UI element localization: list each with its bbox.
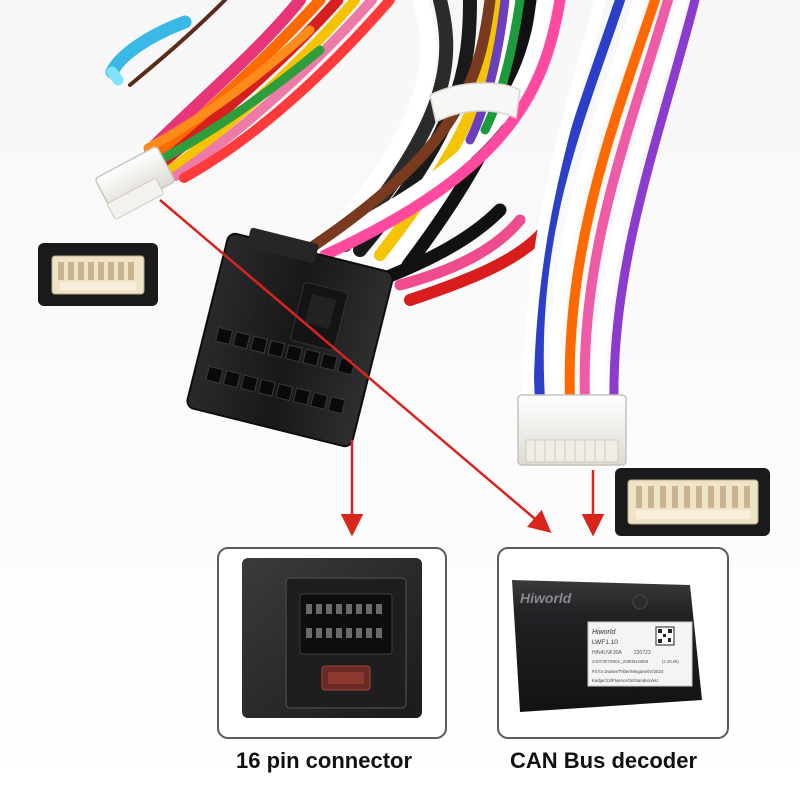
decoder-label-batch: 230723 [634,650,651,656]
black-16-pin-connector [186,227,394,448]
right-wire-bundle [522,0,700,406]
pointer-arrows [159,199,605,537]
decoder-label-brand: Hiworld [592,629,616,636]
decoder-label-serial: 24073070601_2080910858 [592,659,649,664]
decoder-label-code: HIN4LNF30A [592,650,622,656]
cable-tie [429,82,521,124]
decoder-label-models: Kadjar/12/Fluence/16/Sandero/etc [592,678,659,683]
decoder-label-extra: (2.28.09) [662,659,679,664]
small-white-connector-top [95,146,175,220]
decoder-label-fit: Fit for Duster/Triber/Megane/IV/2024 [592,669,664,674]
connector-photo-panel [217,547,447,739]
qr-code-icon [655,626,675,646]
inset-small-connector-closeup [38,243,158,306]
decoder-photo-panel: Hiworld Hiworld LWF1.10 HIN4LNF30A 23072… [497,547,729,739]
white-10-pin-connector [517,394,627,466]
decoder-label-model: LWF1.10 [592,639,618,646]
decoder-brand-emboss: Hiworld [520,590,572,606]
inset-10-pin-connector-closeup [615,468,770,536]
caption-can-bus-decoder: CAN Bus decoder [510,748,698,773]
caption-16-pin-connector: 16 pin connector [236,748,413,773]
arrow-diagonal-icon [159,199,552,533]
top-left-wire-bundle [105,0,395,183]
